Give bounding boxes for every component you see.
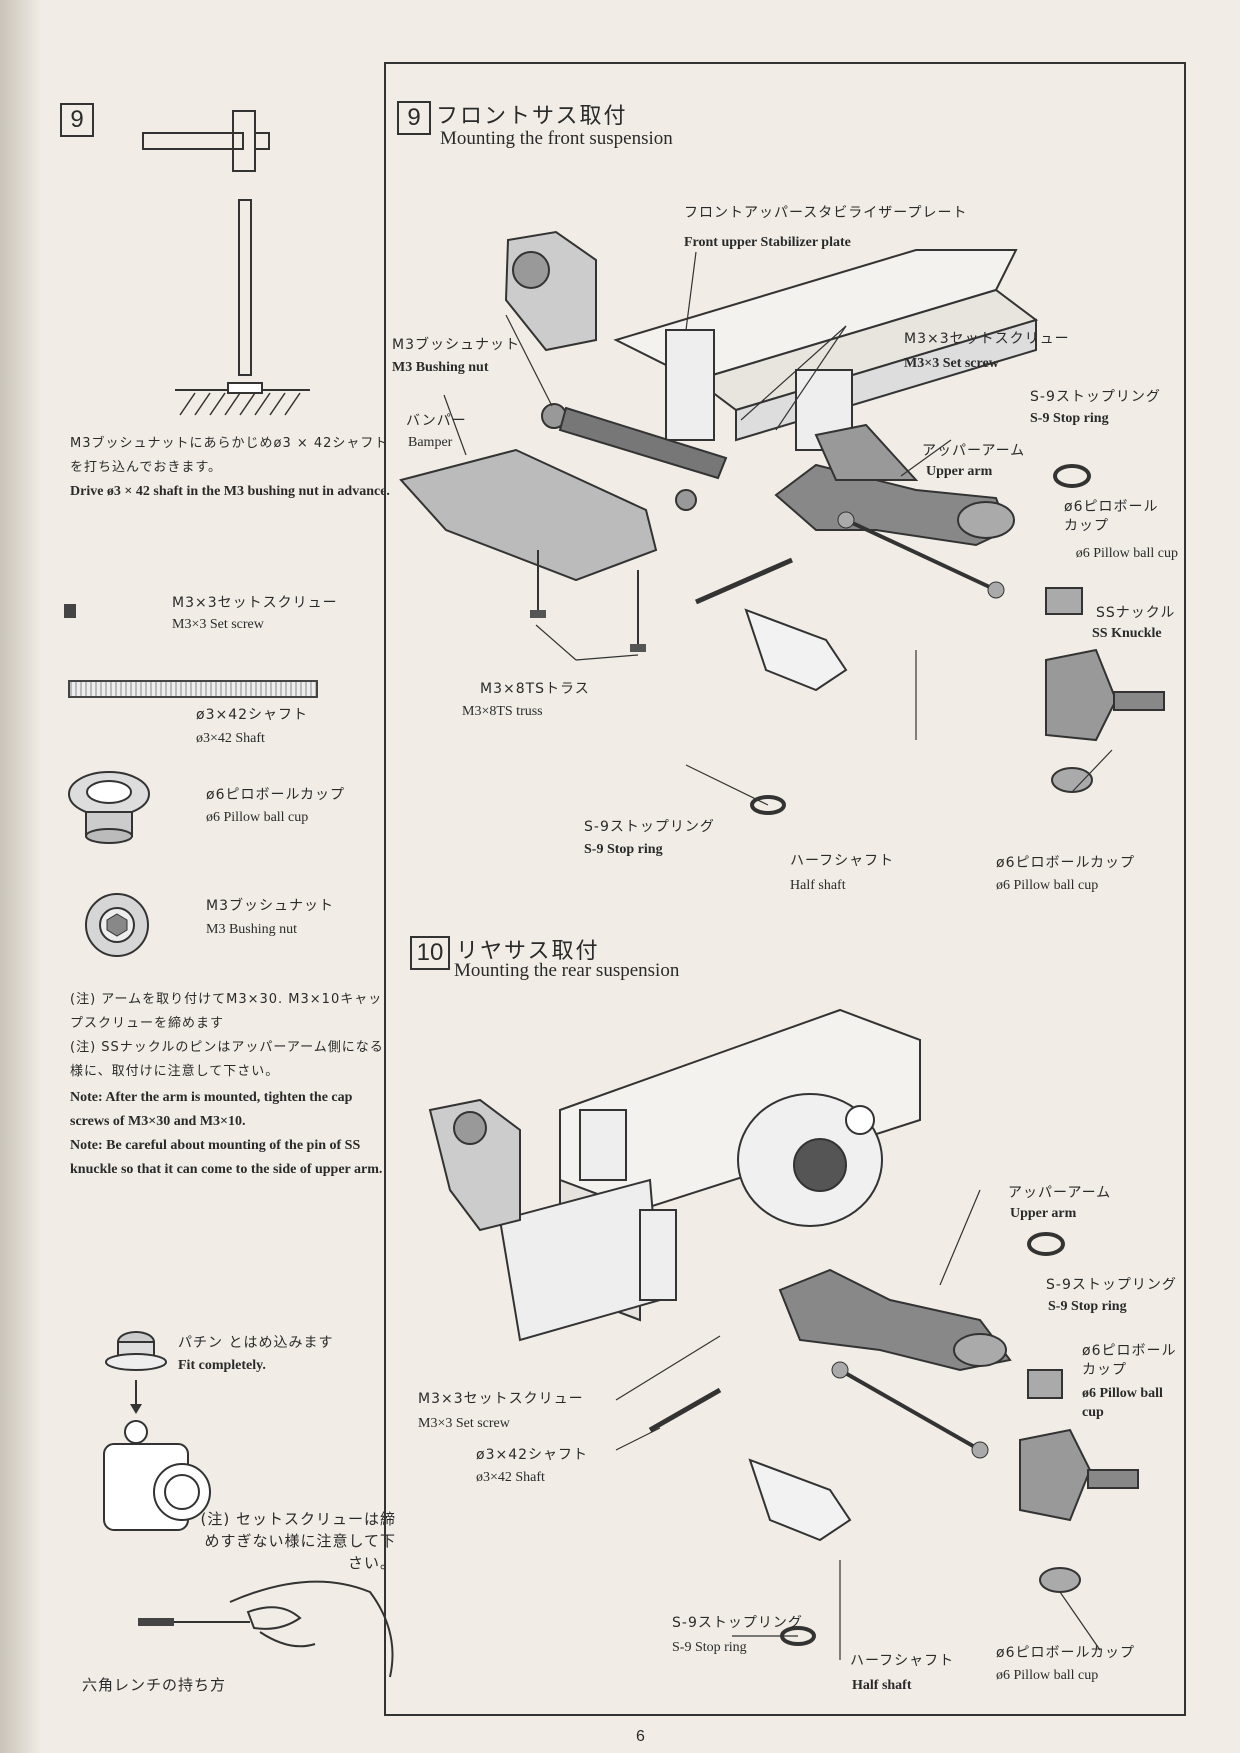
- note-jp-2: (注) SSナックルのピンはアッパーアーム側になる様に、取付けに注意して下さい。: [70, 1040, 384, 1079]
- drive-note-en: Drive ø3 × 42 shaft in the M3 bushing nu…: [70, 484, 390, 499]
- rear-shaft-en: ø3×42 Shaft: [476, 1470, 545, 1485]
- rear-pillow2-jp: ø6ピロボールカップ: [996, 1645, 1136, 1661]
- rear-pillow1-jp: ø6ピロボールカップ: [1082, 1343, 1177, 1378]
- step-number-front: 9: [397, 101, 431, 135]
- rear-stop2-en: S-9 Stop ring: [672, 1640, 747, 1655]
- rear-stop2-jp: S-9ストップリング: [672, 1615, 803, 1631]
- rear-set-en: M3×3 Set screw: [418, 1416, 510, 1431]
- part-shaft-jp: ø3×42シャフト: [196, 707, 309, 723]
- rear-set-jp: M3×3セットスクリュー: [418, 1391, 584, 1407]
- rear-stop1-en: S-9 Stop ring: [1048, 1299, 1127, 1314]
- front-pillow2-en: ø6 Pillow ball cup: [996, 878, 1099, 893]
- part-setscrew-en: M3×3 Set screw: [172, 617, 264, 632]
- front-stop1-en: S-9 Stop ring: [1030, 411, 1109, 426]
- step-number-left: 9: [60, 103, 94, 137]
- front-half-jp: ハーフシャフト: [790, 853, 895, 869]
- front-stab-en: Front upper Stabilizer plate: [684, 235, 851, 250]
- part-shaft-en: ø3×42 Shaft: [196, 731, 265, 746]
- bushing-nut-icon: [85, 893, 149, 957]
- part-pillow-en: ø6 Pillow ball cup: [206, 810, 309, 825]
- front-bumper-en: Bamper: [408, 435, 453, 450]
- part-pillow-jp: ø6ピロボールカップ: [206, 787, 346, 803]
- drive-note: M3ブッシュナットにあらかじめø3 × 42シャフトを打ち込んでおきます。 Dr…: [70, 432, 390, 504]
- part-bushing-en: M3 Bushing nut: [206, 922, 298, 937]
- fit-illustration: [103, 1331, 211, 1531]
- setscrew-caution: (注) セットスクリューは締めすぎない様に注意して下さい。: [200, 1510, 396, 1572]
- front-upper-en: Upper arm: [926, 464, 993, 479]
- front-set-jp: M3×3セットスクリュー: [904, 331, 1070, 347]
- front-set-en: M3×3 Set screw: [904, 356, 999, 371]
- drive-note-jp: M3ブッシュナットにあらかじめø3 × 42シャフトを打ち込んでおきます。: [70, 436, 389, 475]
- note-en-2: Note: Be careful about mounting of the p…: [70, 1138, 383, 1177]
- rear-shaft-jp: ø3×42シャフト: [476, 1447, 589, 1463]
- rear-title-jp: リヤサス取付: [456, 939, 600, 964]
- rear-suspension-diagram: [428, 1008, 1139, 1660]
- rear-upper-en: Upper arm: [1010, 1206, 1077, 1221]
- rear-pillow1-en: ø6 Pillow ball cup: [1082, 1386, 1163, 1420]
- front-suspension-diagram: [399, 230, 1165, 815]
- binding-gutter: [0, 0, 42, 1753]
- note-en-1: Note: After the arm is mounted, tighten …: [70, 1090, 353, 1129]
- part-setscrew-jp: M3×3セットスクリュー: [172, 595, 338, 611]
- step-number-rear: 10: [410, 936, 450, 970]
- front-half-en: Half shaft: [790, 878, 846, 893]
- front-truss-en: M3×8TS truss: [462, 704, 543, 719]
- assembly-notes: (注) アームを取り付けてM3×30. M3×10キャップスクリューを締めます …: [70, 988, 388, 1182]
- front-stop1-jp: S-9ストップリング: [1030, 389, 1161, 405]
- part-bushing-jp: M3ブッシュナット: [206, 898, 334, 914]
- rear-stop1-jp: S-9ストップリング: [1046, 1277, 1177, 1293]
- front-stop2-en: S-9 Stop ring: [584, 842, 663, 857]
- hex-wrench-hand-illustration: [138, 1580, 394, 1678]
- front-stab-jp: フロントアッパースタビライザープレート: [684, 205, 968, 221]
- pillow-ball-cup-icon: [68, 771, 150, 844]
- front-pillow1-jp: ø6ピロボールカップ: [1064, 499, 1159, 534]
- front-knuckle-en: SS Knuckle: [1092, 626, 1162, 641]
- front-pillow2-jp: ø6ピロボールカップ: [996, 855, 1136, 871]
- rear-half-en: Half shaft: [852, 1678, 912, 1693]
- set-screw-icon: [64, 604, 76, 618]
- note-jp-1: (注) アームを取り付けてM3×30. M3×10キャップスクリューを締めます: [70, 992, 383, 1031]
- rear-pillow2-en: ø6 Pillow ball cup: [996, 1668, 1099, 1683]
- rear-title-en: Mounting the rear suspension: [454, 960, 680, 981]
- shaft-icon: [68, 680, 318, 698]
- fit-jp: パチン とはめ込みます: [178, 1335, 334, 1351]
- front-upper-jp: アッパーアーム: [922, 443, 1026, 459]
- front-title-en: Mounting the front suspension: [440, 128, 673, 149]
- front-title-jp: フロントサス取付: [436, 104, 628, 129]
- instruction-frame: [384, 62, 1186, 1716]
- front-bumper-jp: バンパー: [406, 413, 467, 429]
- front-truss-jp: M3×8TSトラス: [480, 681, 590, 697]
- shaft-driving-illustration: [142, 110, 310, 416]
- front-knuckle-jp: SSナックル: [1096, 605, 1176, 621]
- rear-half-jp: ハーフシャフト: [850, 1653, 955, 1669]
- fit-en: Fit completely.: [178, 1358, 266, 1373]
- page-number: 6: [636, 1728, 645, 1745]
- front-bush-jp: M3ブッシュナット: [392, 337, 520, 353]
- front-bush-en: M3 Bushing nut: [392, 360, 489, 375]
- front-pillow1-en: ø6 Pillow ball cup: [1075, 546, 1178, 561]
- wrench-caption: 六角レンチの持ち方: [82, 1676, 227, 1694]
- rear-upper-jp: アッパーアーム: [1008, 1185, 1112, 1201]
- front-stop2-jp: S-9ストップリング: [584, 819, 715, 835]
